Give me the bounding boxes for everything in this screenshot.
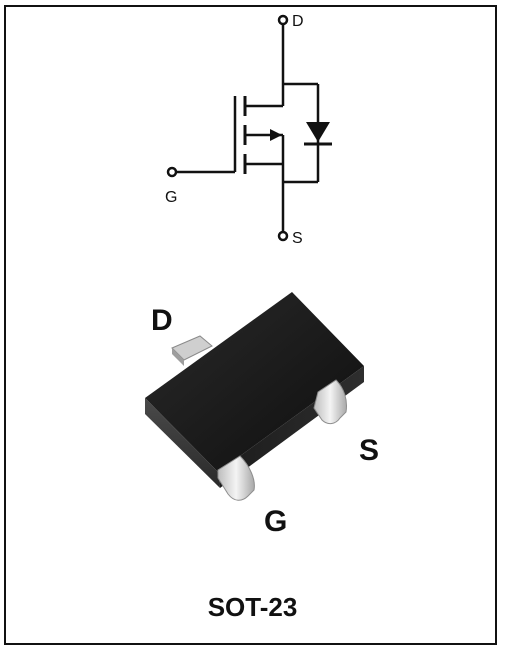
diode-icon [306, 122, 330, 142]
package-top-face [145, 292, 364, 472]
package-front-face [145, 398, 220, 488]
figure-frame: D G S [4, 5, 497, 645]
source-lead-icon [313, 379, 347, 425]
source-terminal [277, 230, 289, 242]
package-label-d: D [151, 304, 173, 337]
schematic-label-d: D [292, 13, 304, 30]
schematic-label-s: S [292, 230, 303, 247]
package-label-g: G [264, 505, 287, 538]
package-illustration: D S G [145, 292, 379, 538]
mosfet-symbol: D G S [165, 13, 332, 247]
package-name: SOT-23 [207, 592, 298, 622]
gate-terminal [166, 166, 178, 178]
gate-lead-icon [217, 455, 255, 501]
schematic-label-g: G [165, 189, 177, 206]
channel-arrow-icon [270, 129, 282, 141]
package-label-s: S [359, 434, 379, 467]
drain-lead-side [172, 348, 184, 366]
